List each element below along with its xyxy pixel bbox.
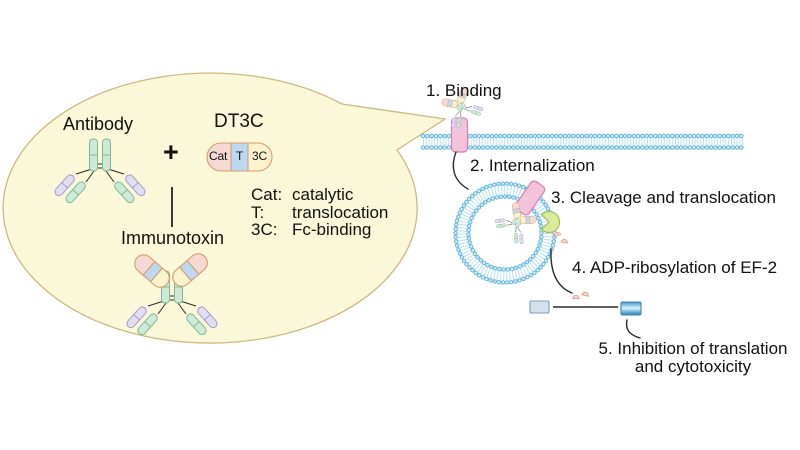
speech-bubble bbox=[2, 72, 447, 344]
dt3c-capsule-diagram bbox=[206, 142, 273, 172]
step2-internalization-label: 2. Internalization bbox=[470, 156, 595, 175]
legend-value: translocation bbox=[292, 202, 389, 222]
legend-value: catalytic bbox=[292, 185, 354, 204]
step5-inhibition-label: 5. Inhibition of translation and cytotox… bbox=[585, 340, 800, 376]
legend-row: Cat: catalytic bbox=[251, 186, 388, 204]
step3-cleavage-label: 3. Cleavage and translocation bbox=[551, 188, 776, 207]
immunotoxin-label: Immunotoxin bbox=[121, 228, 225, 248]
legend-key: T: bbox=[251, 202, 265, 222]
internalization-curve bbox=[452, 151, 469, 190]
legend-value: Fc-binding bbox=[292, 220, 372, 239]
plus-sign: + bbox=[163, 137, 179, 167]
antibody-label: Antibody bbox=[63, 114, 134, 134]
domain-legend: Cat: catalytic T: translocation 3C: Fc-b… bbox=[251, 186, 388, 239]
capsule-3c-label: 3C bbox=[252, 149, 267, 163]
inhibition-curve bbox=[625, 319, 641, 339]
ef2-native bbox=[529, 300, 550, 314]
legend-key: 3C: bbox=[251, 220, 278, 239]
translocation-curve bbox=[550, 248, 573, 294]
protease-pacman-icon bbox=[540, 210, 561, 234]
ef2-reaction bbox=[529, 291, 642, 316]
ef2-ribosylated bbox=[620, 301, 642, 316]
step5-line1: 5. Inhibition of translation bbox=[598, 339, 788, 358]
step5-line2: and cytotoxicity bbox=[634, 357, 752, 376]
dt3c-label: DT3C bbox=[214, 111, 264, 132]
cell-membrane bbox=[420, 133, 747, 150]
step4-adp-ribosylation-label: 4. ADP-ribosylation of EF-2 bbox=[572, 258, 778, 277]
adp-ribose-fragment bbox=[572, 294, 580, 300]
step1-binding-label: 1. Binding bbox=[426, 81, 502, 100]
adp-ribose-fragment bbox=[581, 291, 590, 297]
legend-key: Cat: bbox=[251, 185, 283, 204]
capsule-cat-label: Cat bbox=[209, 149, 228, 163]
legend-row: 3C: Fc-binding bbox=[251, 221, 388, 239]
capsule-t-label: T bbox=[236, 149, 244, 163]
legend-row: T: translocation bbox=[251, 202, 389, 222]
